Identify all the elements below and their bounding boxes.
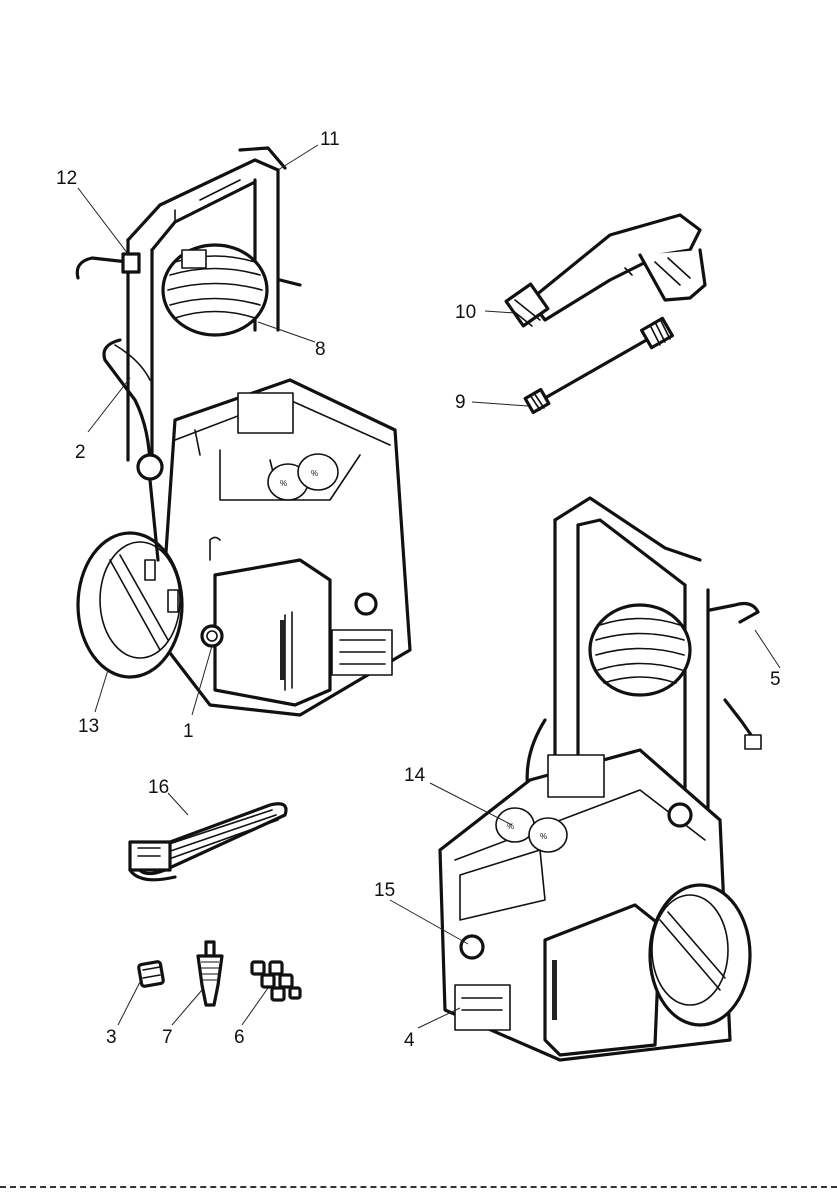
callout-2: 2 — [75, 442, 86, 463]
spray-gun — [506, 215, 705, 326]
callout-16: 16 — [148, 777, 169, 798]
svg-text:%: % — [540, 832, 547, 841]
callout-12: 12 — [56, 168, 77, 189]
callout-3: 3 — [106, 1027, 117, 1048]
high-pressure-hose — [130, 804, 286, 880]
hose-adapter — [138, 961, 163, 986]
callout-9: 9 — [455, 392, 466, 413]
pressure-washer-rear-view: % % — [440, 498, 761, 1060]
callout-5: 5 — [770, 669, 781, 690]
pressure-washer-front-view: % % — [77, 148, 410, 715]
callout-7: 7 — [162, 1027, 173, 1048]
callout-4: 4 — [404, 1030, 415, 1051]
callout-11: 11 — [320, 129, 340, 150]
svg-text:%: % — [280, 479, 287, 488]
callout-10: 10 — [455, 302, 476, 323]
callout-8: 8 — [315, 339, 326, 360]
callout-14: 14 — [404, 765, 426, 786]
nozzle-tips — [252, 962, 300, 1000]
callout-6: 6 — [234, 1027, 245, 1048]
page-bottom-rule — [0, 1186, 837, 1188]
spray-lance — [525, 318, 672, 412]
callout-1: 1 — [183, 721, 194, 742]
callout-13: 13 — [78, 716, 99, 737]
svg-text:%: % — [311, 469, 318, 478]
callout-15: 15 — [374, 880, 395, 901]
spray-nozzle — [198, 942, 222, 1005]
